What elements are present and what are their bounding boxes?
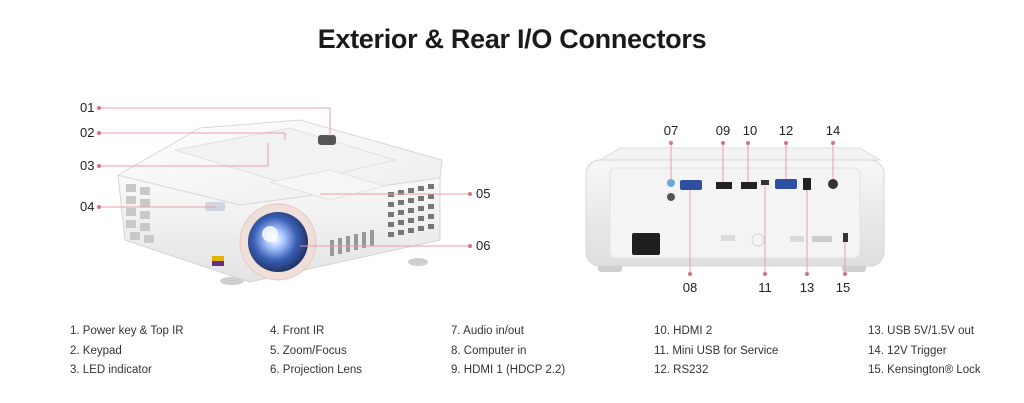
legend-item: 5. Zoom/Focus	[270, 344, 347, 357]
legend-item: 13. USB 5V/1.5V out	[868, 325, 975, 337]
legend-column-5: 13. USB 5V/1.5V out 14. 12V Trigger 15. …	[868, 322, 981, 381]
callout-13: 13	[800, 280, 814, 295]
legend-item: 3. LED indicator	[70, 364, 152, 376]
legend-column-4: 10. HDMI 2 11. Mini USB for Service 12. …	[654, 322, 778, 381]
callout-09: 09	[716, 123, 730, 138]
callout-07: 07	[664, 123, 678, 138]
rear-projector-image	[585, 147, 885, 272]
legend-item: 10. HDMI 2	[654, 325, 713, 337]
front-projector-image	[116, 119, 443, 285]
legend-item: 11. Mini USB for Service	[654, 344, 779, 357]
callout-01: 01	[80, 100, 94, 115]
callout-06: 06	[476, 238, 490, 253]
callout-11: 11	[758, 280, 772, 295]
legend-item: 9. HDMI 1 (HDCP 2.2)	[451, 364, 566, 376]
legend-item: 15. Kensington® Lock	[868, 364, 981, 376]
legend-item: 1. Power key & Top IR	[70, 325, 184, 337]
legend-item: 8. Computer in	[451, 344, 527, 357]
callout-02: 02	[80, 125, 94, 140]
callout-14: 14	[826, 123, 840, 138]
callout-04: 04	[80, 199, 94, 214]
legend-item: 4. Front IR	[270, 325, 325, 337]
legend-item: 12. RS232	[654, 364, 709, 376]
legend-column-3: 7. Audio in/out 8. Computer in 9. HDMI 1…	[451, 322, 565, 381]
rear-callout-lines	[670, 143, 846, 274]
callout-03: 03	[80, 158, 94, 173]
callout-10: 10	[743, 123, 757, 138]
legend-column-1: 1. Power key & Top IR 2. Keypad 3. LED i…	[70, 322, 184, 381]
callout-08: 08	[683, 280, 697, 295]
callout-12: 12	[779, 123, 793, 138]
callout-15: 15	[836, 280, 850, 295]
legend-item: 14. 12V Trigger	[868, 344, 947, 357]
legend-item: 6. Projection Lens	[270, 364, 363, 376]
legend-column-2: 4. Front IR 5. Zoom/Focus 6. Projection …	[270, 322, 362, 381]
page-title: Exterior & Rear I/O Connectors	[317, 24, 707, 54]
legend-item: 7. Audio in/out	[451, 325, 524, 337]
callout-05: 05	[476, 186, 490, 201]
front-callout-lines	[99, 107, 470, 247]
legend-item: 2. Keypad	[70, 344, 122, 357]
